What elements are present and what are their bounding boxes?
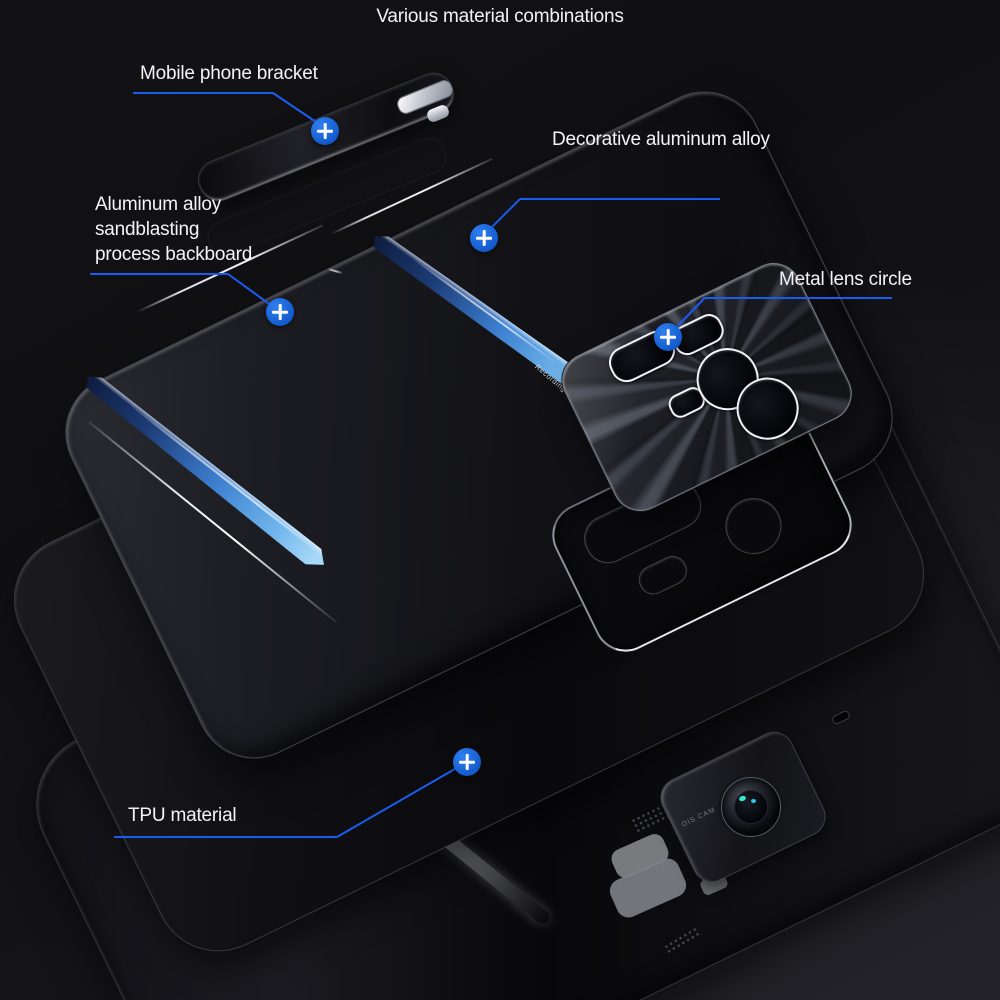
lens-glint [751,799,756,803]
plus-marker-icon-decorative [470,224,498,252]
phone-camera-lens-inner [734,790,768,824]
backboard-label-line3: process backboard [95,244,253,265]
image-title: Various material combinations [376,6,624,27]
plus-marker-icon-lens [654,323,682,351]
case-island-pill-hole [634,551,692,600]
callout-line-bracket [272,92,320,125]
callout-label-backboard: Aluminum alloy sandblasting process backbo… [95,192,252,267]
callout-line-backboard [90,273,228,275]
callout-line-lens [705,297,892,299]
callout-label-lens: Metal lens circle [779,269,912,290]
callout-label-bracket: Mobile phone bracket [140,63,318,84]
callout-label-tpu: TPU material [128,805,237,826]
callout-line-bracket [133,92,273,94]
plus-marker-icon-bracket [311,117,339,145]
plus-marker-icon-tpu [453,748,481,776]
backboard-label-line2: sandblasting [95,219,200,240]
backboard-label-line1: Aluminum alloy [95,194,222,215]
callout-line-tpu [114,836,337,838]
callout-line-decorative [520,198,720,200]
plus-marker-icon-backboard [266,298,294,326]
callout-label-decorative: Decorative aluminum alloy [552,129,770,150]
case-island-circle-hole [716,488,791,564]
